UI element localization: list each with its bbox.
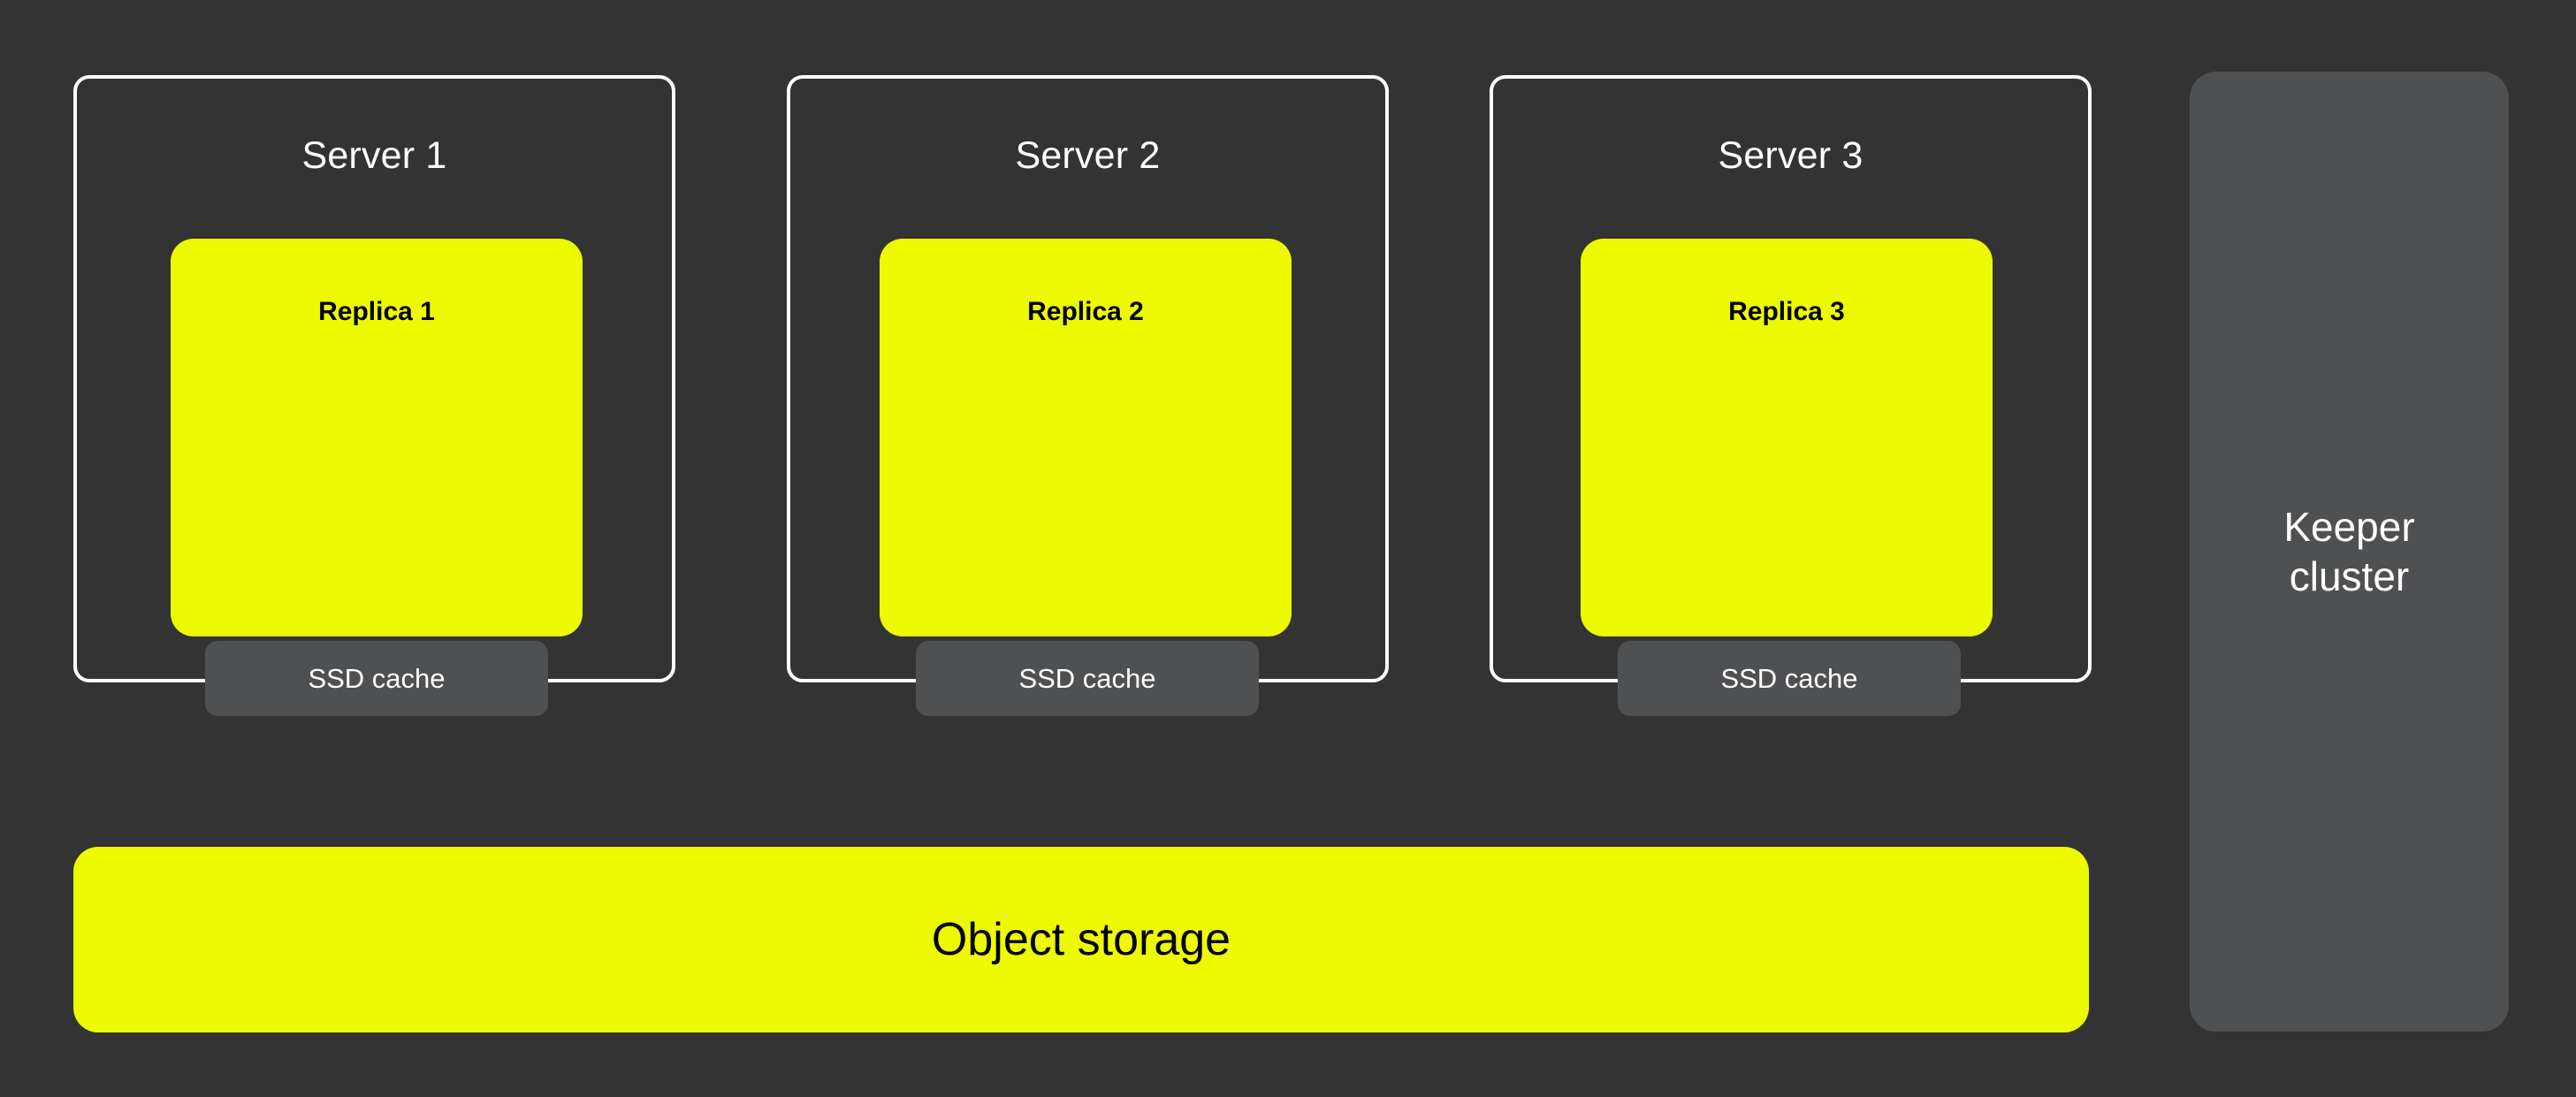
object-storage-label: Object storage <box>931 914 1231 965</box>
server-title-3: Server 3 <box>1718 134 1863 177</box>
replica-label-3: Replica 3 <box>1728 297 1845 326</box>
object-storage-block: Object storage <box>73 847 2089 1032</box>
ssd-cache-label-2: SSD cache <box>1018 663 1156 694</box>
replica-label-2: Replica 2 <box>1027 297 1144 326</box>
ssd-cache-2: SSD cache <box>916 641 1259 716</box>
replica-label-1: Replica 1 <box>318 297 435 326</box>
replica-box-3: Replica 3 <box>1581 239 1993 636</box>
server-title-1: Server 1 <box>301 134 447 177</box>
ssd-cache-3: SSD cache <box>1618 641 1961 716</box>
keeper-cluster-block: Keeper cluster <box>2190 72 2509 1032</box>
replica-box-2: Replica 2 <box>880 239 1292 636</box>
server-title-2: Server 2 <box>1015 134 1161 177</box>
ssd-cache-1: SSD cache <box>205 641 548 716</box>
keeper-cluster-label: Keeper cluster <box>2283 503 2415 599</box>
ssd-cache-label-1: SSD cache <box>308 663 446 694</box>
ssd-cache-label-3: SSD cache <box>1720 663 1858 694</box>
replica-box-1: Replica 1 <box>171 239 583 636</box>
